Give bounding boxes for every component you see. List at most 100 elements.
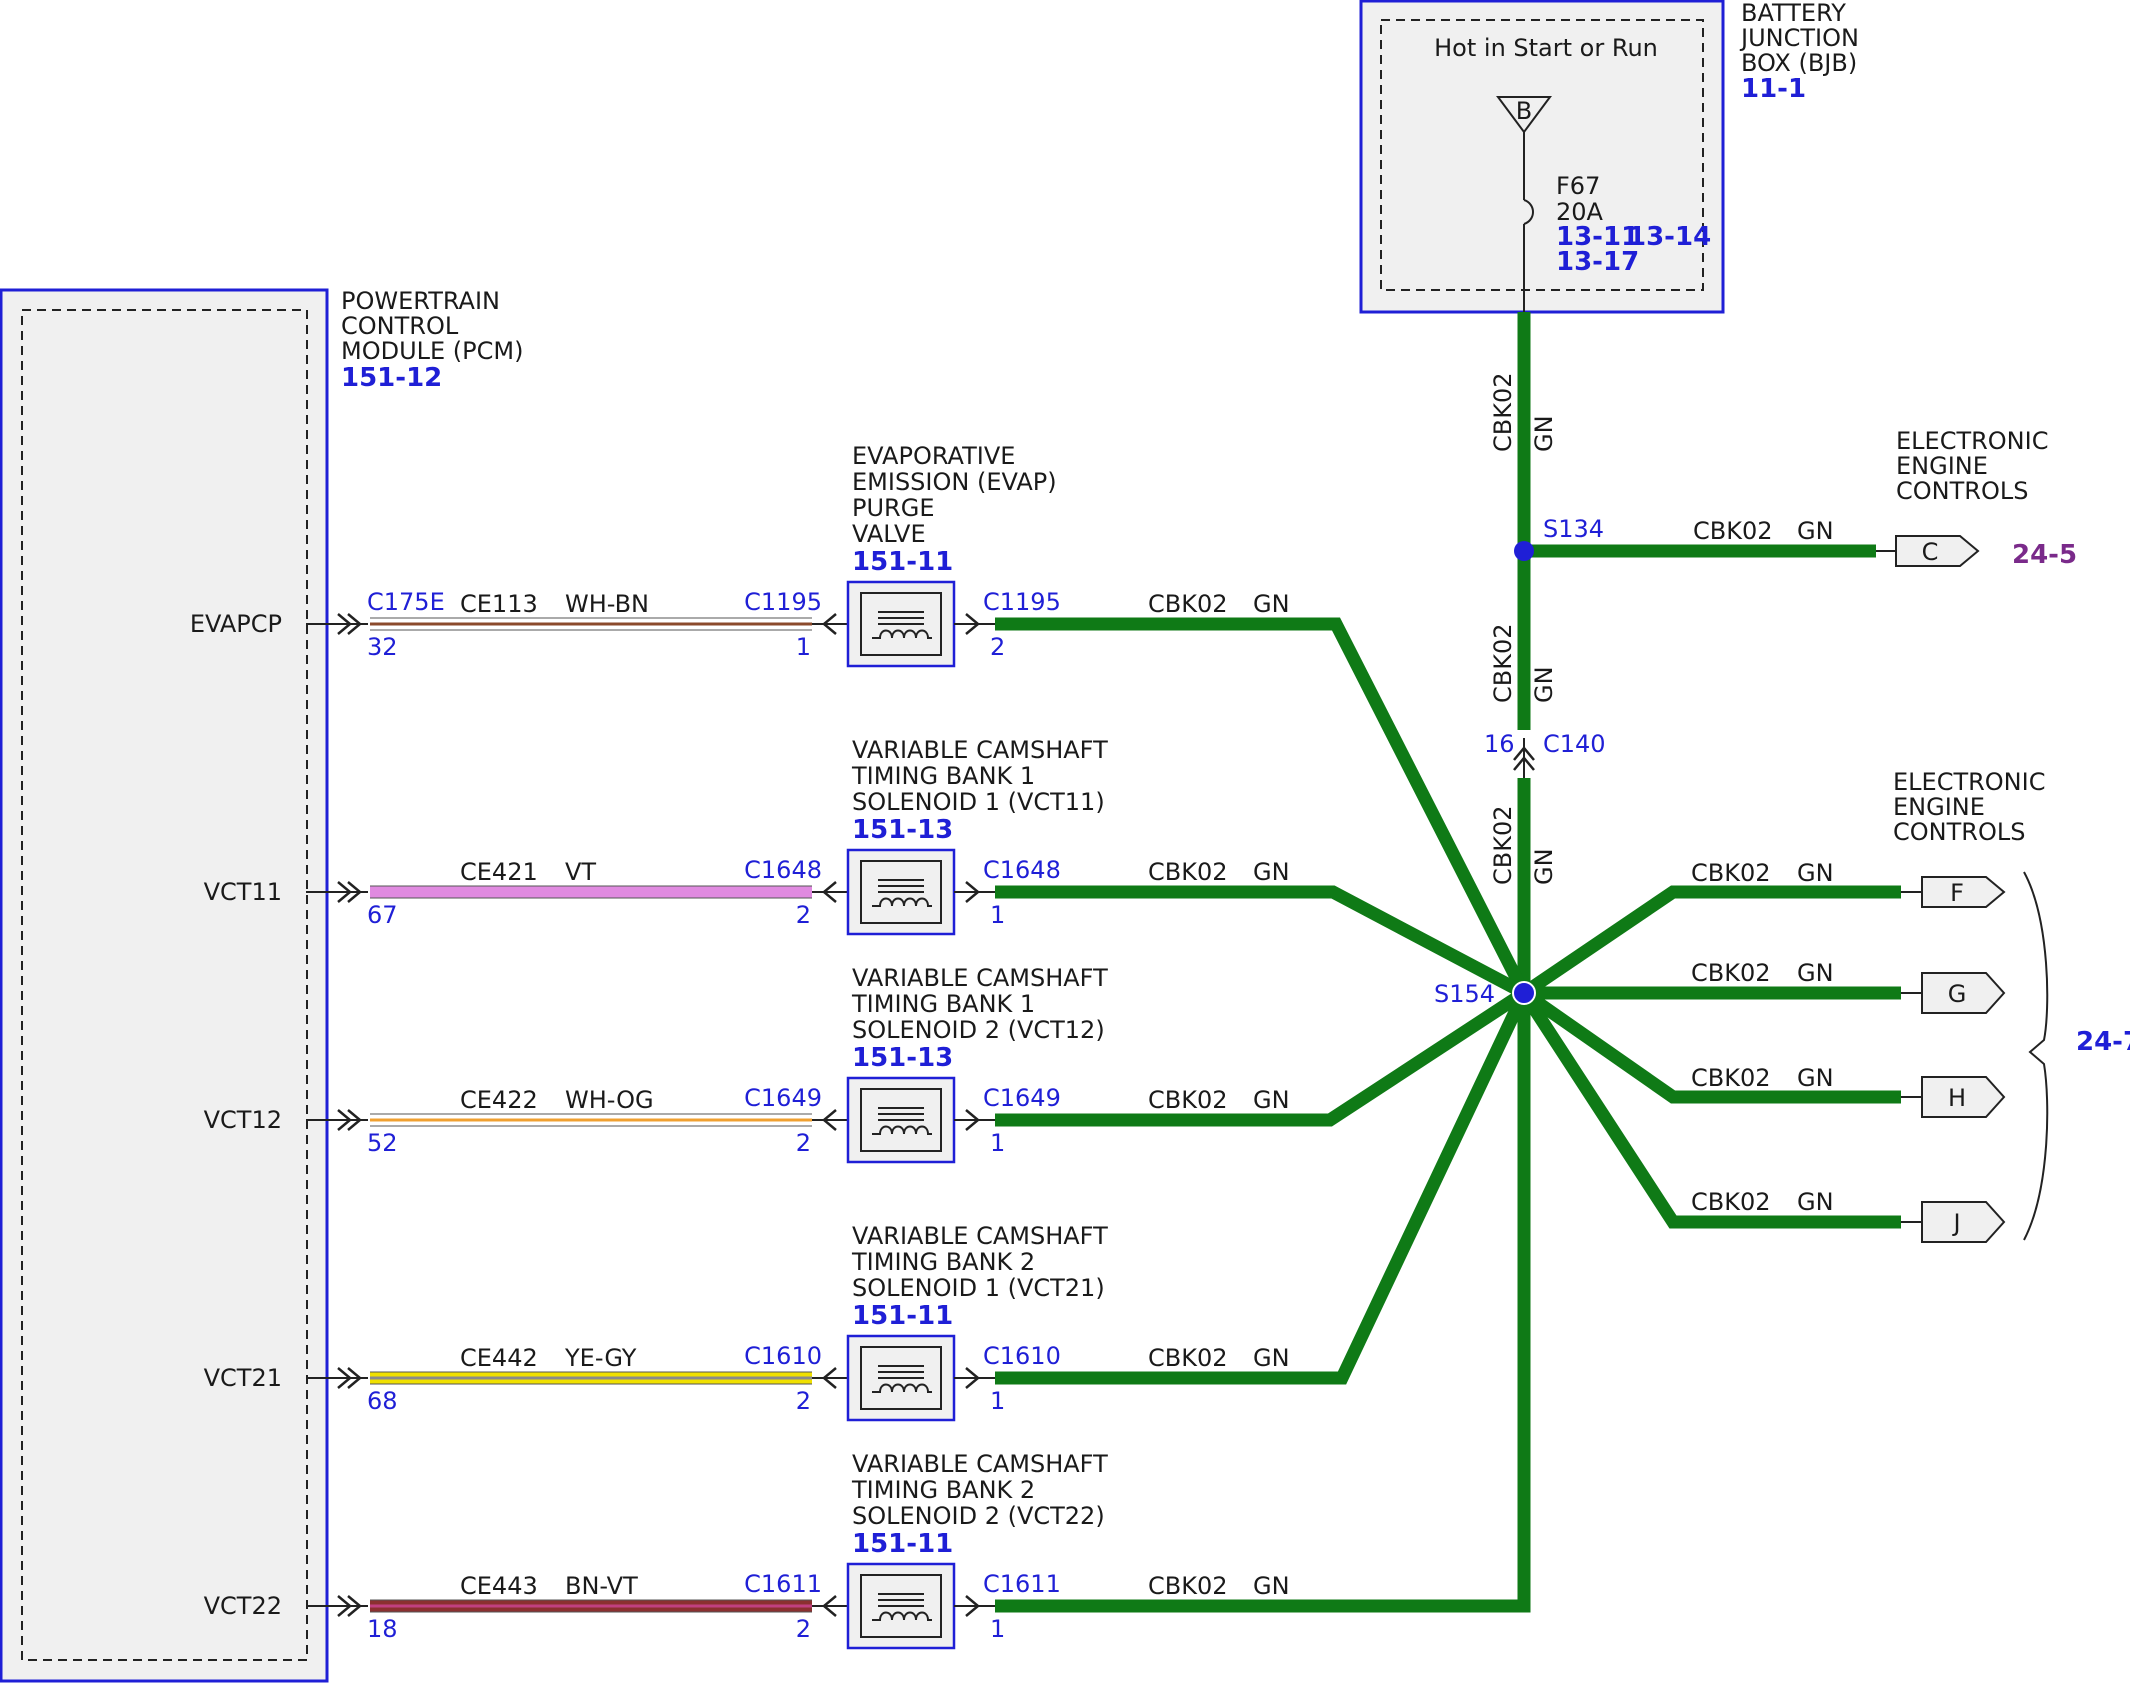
vct12-component-title-2: TIMING BANK 1 xyxy=(851,990,1035,1018)
s134-branch-circuit: CBK02 xyxy=(1693,517,1773,545)
vct22-comp-connector-out: C1611 xyxy=(983,1570,1061,1598)
vct21-component-inner xyxy=(860,1346,942,1410)
vct12-component-title-1: VARIABLE CAMSHAFT xyxy=(852,964,1108,992)
vct11-solenoid-core-icon xyxy=(878,879,924,893)
vct22-solenoid-coil-icon xyxy=(872,1611,932,1621)
vct12-out-circuit: CBK02 xyxy=(1148,1086,1228,1114)
fanout-f-wire xyxy=(1520,885,1901,999)
fanout-g-color: GN xyxy=(1797,959,1834,987)
evapcp-component-ref: 151-11 xyxy=(852,547,953,577)
evapcp-circuit: CE113 xyxy=(460,590,538,618)
vct21-out-circuit: CBK02 xyxy=(1148,1344,1228,1372)
vct11-comp-connector-out: C1648 xyxy=(983,856,1061,884)
evapcp-out-circuit: CBK02 xyxy=(1148,590,1228,618)
vct21-pcm-chevron-2 xyxy=(347,1367,362,1389)
page-ref-24-7: 24-7 xyxy=(2076,1027,2130,1057)
vct11-pcm-chevron-1 xyxy=(337,881,352,903)
vct22-pcm-chevron-2 xyxy=(347,1595,362,1617)
feed-color-2: GN xyxy=(1530,666,1558,703)
vct22-out-circuit: CBK02 xyxy=(1148,1572,1228,1600)
eec-upper-title-2: ENGINE xyxy=(1896,452,1988,480)
vct11-out-circuit: CBK02 xyxy=(1148,858,1228,886)
bjb-title-line-3: BOX (BJB) xyxy=(1741,49,1857,77)
vct22-comp-out-chevron xyxy=(965,1595,980,1617)
vct11-output-wire xyxy=(995,885,1528,999)
vct22-comp-in-pin: 2 xyxy=(796,1615,811,1643)
vct12-pcm-pin-number: 52 xyxy=(367,1129,398,1157)
vct21-component-title-1: VARIABLE CAMSHAFT xyxy=(852,1222,1108,1250)
vct22-comp-in-chevron xyxy=(822,1595,837,1617)
eec-lower-brace xyxy=(2023,871,2049,1241)
vct21-component-title-3: SOLENOID 1 (VCT21) xyxy=(852,1274,1105,1302)
fanout-f-color: GN xyxy=(1797,859,1834,887)
page-ref-24-5: 24-5 xyxy=(2012,540,2077,570)
splice-s134-dot xyxy=(1514,541,1534,561)
vct12-pcm-pin-name: VCT12 xyxy=(204,1106,282,1134)
vct12-pcm-chevron-2 xyxy=(347,1109,362,1131)
vct11-solenoid-coil-icon xyxy=(872,897,932,907)
bjb-terminal-label: B xyxy=(1516,97,1532,125)
vct21-out-color: GN xyxy=(1253,1344,1290,1372)
evapcp-component-title-4: VALVE xyxy=(852,520,926,548)
feed-circuit-2: CBK02 xyxy=(1489,624,1517,704)
vct12-out-color: GN xyxy=(1253,1086,1290,1114)
connector-c-box xyxy=(1895,535,1980,567)
feed-color-3: GN xyxy=(1530,848,1558,885)
evapcp-pcm-chevron-2 xyxy=(347,613,362,635)
eec-upper-title-3: CONTROLS xyxy=(1896,477,2028,505)
fuse-ref-1: 13-11 xyxy=(1556,222,1639,252)
vct22-pcm-chevron-1 xyxy=(337,1595,352,1617)
component-output-wires xyxy=(995,617,1531,1613)
evapcp-comp-in-chevron xyxy=(822,613,837,635)
vct11-component-ref: 151-13 xyxy=(852,815,953,845)
fuse-ref-3: 13-17 xyxy=(1556,247,1639,277)
feed-color-1: GN xyxy=(1530,415,1558,452)
fanout-j-wire xyxy=(1518,989,1901,1229)
evapcp-pcm-connector: C175E xyxy=(367,588,445,616)
eec-upper-title-1: ELECTRONIC xyxy=(1896,427,2048,455)
splice-s154-label: S154 xyxy=(1434,980,1495,1008)
pcm-module: POWERTRAIN CONTROL MODULE (PCM) 151-12 xyxy=(0,287,523,1683)
connector-h-label: H xyxy=(1948,1084,1966,1112)
fanout-g-circuit: CBK02 xyxy=(1691,959,1771,987)
bjb-inner-dashed xyxy=(1380,19,1704,291)
main-feed-wire: CBK02 GN CBK02 GN CBK02 GN xyxy=(1489,312,1558,993)
vct12-comp-in-pin: 2 xyxy=(796,1129,811,1157)
c140-connector: 16 C140 xyxy=(1484,730,1606,778)
vct11-color: VT xyxy=(565,858,596,886)
splice-s134-label: S134 xyxy=(1543,515,1604,543)
vct22-solenoid-core-icon xyxy=(878,1593,924,1607)
vct21-comp-out-chevron xyxy=(965,1367,980,1389)
connector-h-box xyxy=(1921,1076,2006,1118)
vct21-comp-connector-out: C1610 xyxy=(983,1342,1061,1370)
vct22-color: BN-VT xyxy=(565,1572,638,1600)
vct21-pcm-pin-number: 68 xyxy=(367,1387,398,1415)
fanout-h-color: GN xyxy=(1797,1064,1834,1092)
vct21-solenoid-coil-icon xyxy=(872,1383,932,1393)
evapcp-component-title-1: EVAPORATIVE xyxy=(852,442,1015,470)
vct21-comp-in-pin: 2 xyxy=(796,1387,811,1415)
vct22-component-title-2: TIMING BANK 2 xyxy=(851,1476,1035,1504)
evapcp-comp-out-chevron xyxy=(965,613,980,635)
feed-circuit-1: CBK02 xyxy=(1489,373,1517,453)
vct21-comp-in-chevron xyxy=(822,1367,837,1389)
vct11-pcm-pin-number: 67 xyxy=(367,901,398,929)
evapcp-comp-out-pin: 2 xyxy=(990,633,1005,661)
vct11-component-title-2: TIMING BANK 1 xyxy=(851,762,1035,790)
pcm-ref: 151-12 xyxy=(341,363,442,393)
vct21-color: YE-GY xyxy=(564,1344,637,1372)
vct21-comp-out-pin: 1 xyxy=(990,1387,1005,1415)
evapcp-solenoid-coil-icon xyxy=(872,629,932,639)
evapcp-pcm-pin-number: 32 xyxy=(367,633,398,661)
vct22-component-inner xyxy=(860,1574,942,1638)
c140-male-chevron xyxy=(1513,756,1535,771)
pcm-inner-dashed xyxy=(21,309,308,1661)
vct11-component-inner xyxy=(860,860,942,924)
s134-branch-color: GN xyxy=(1797,517,1834,545)
connector-c-label: C xyxy=(1922,538,1939,566)
vct22-component-ref: 151-11 xyxy=(852,1529,953,1559)
fuse-name: F67 xyxy=(1556,172,1600,200)
vct12-circuit: CE422 xyxy=(460,1086,538,1114)
eec-lower-title-3: CONTROLS xyxy=(1893,818,2025,846)
